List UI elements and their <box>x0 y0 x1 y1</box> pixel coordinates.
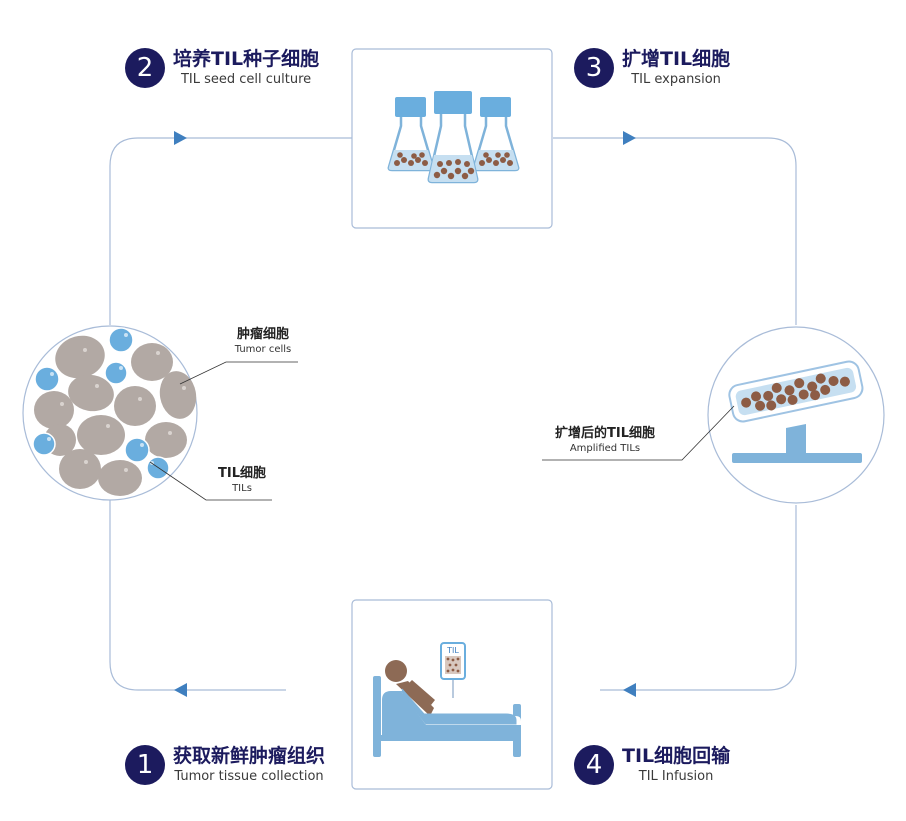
flask-icon <box>427 91 479 184</box>
tumor-tissue-circle <box>22 325 198 501</box>
leader-lines <box>149 361 735 501</box>
tumor-cell <box>59 449 101 489</box>
culture-flasks-panel <box>351 48 553 229</box>
patient-icon <box>385 660 521 725</box>
step-title-zh: 培养TIL种子细胞 <box>173 48 320 70</box>
tumor-cell <box>131 343 173 381</box>
step-title-zh: TIL细胞回输 <box>622 745 731 767</box>
label-tumor-cells: 肿瘤细胞 Tumor cells <box>218 326 308 357</box>
til-cell <box>34 366 60 392</box>
step-title-zh: 获取新鲜肿瘤组织 <box>173 745 326 767</box>
label-amplified-tils: 扩增后的TIL细胞 Amplified TILs <box>540 425 670 456</box>
flow-line-left-bottom <box>109 500 286 691</box>
tumor-cell <box>34 391 74 429</box>
tumor-cell <box>98 460 142 496</box>
step-title-en: Tumor tissue collection <box>174 769 324 784</box>
label-tils-zh: TIL细胞 <box>218 466 266 481</box>
tumor-cell <box>68 374 114 412</box>
step-2: 2 培养TIL种子细胞 TIL seed cell culture <box>125 47 319 89</box>
arrow-left-icon <box>174 683 187 697</box>
step-number-badge: 2 <box>125 48 165 88</box>
label-amplified-tils-zh: 扩增后的TIL细胞 <box>555 426 655 441</box>
til-cell <box>32 432 56 456</box>
amplified-tils-circle <box>707 326 885 504</box>
tumor-cell <box>114 386 156 426</box>
label-tils: TIL细胞 TILs <box>206 465 278 496</box>
leader-amplified <box>542 405 735 461</box>
step-title-zh: 扩增TIL细胞 <box>622 48 731 70</box>
flow-loop <box>109 137 797 691</box>
flow-line-top-right <box>553 137 797 325</box>
step-3: 3 扩增TIL细胞 TIL expansion <box>574 47 730 89</box>
step-title-en: TIL seed cell culture <box>180 72 312 87</box>
step-title-en: TIL expansion <box>631 72 721 87</box>
step-number-badge: 4 <box>574 745 614 785</box>
label-tils-en: TILs <box>232 483 252 494</box>
flask-icon <box>472 97 520 172</box>
label-tumor-cells-zh: 肿瘤细胞 <box>236 327 289 342</box>
tumor-cell <box>77 415 125 455</box>
iv-bag-icon: TIL <box>440 642 466 698</box>
flask-icon <box>387 97 435 172</box>
flow-line-right-bottom <box>600 505 797 691</box>
leader-tumor-cells <box>179 361 298 385</box>
tumor-cell <box>145 422 187 458</box>
arrow-left-icon <box>623 683 636 697</box>
iv-bag-label: TIL <box>446 646 459 655</box>
label-tumor-cells-en: Tumor cells <box>234 344 292 355</box>
label-amplified-tils-en: Amplified TILs <box>569 443 641 454</box>
step-1: 1 获取新鲜肿瘤组织 Tumor tissue collection <box>125 744 325 786</box>
flow-arrows <box>174 131 636 697</box>
infusion-panel: TIL <box>351 599 553 790</box>
arrow-right-icon <box>623 131 636 145</box>
tumor-cell <box>55 335 105 379</box>
step-number-badge: 3 <box>574 48 614 88</box>
arrow-right-icon <box>174 131 187 145</box>
step-4: 4 TIL细胞回输 TIL Infusion <box>574 744 730 786</box>
step-title-en: TIL Infusion <box>638 769 714 784</box>
flow-line-top-left <box>109 137 352 325</box>
step-number-badge: 1 <box>125 745 165 785</box>
til-cell <box>146 456 170 480</box>
til-cell <box>104 361 128 385</box>
tumor-cell <box>159 371 197 419</box>
til-cell <box>108 327 134 353</box>
leader-tils <box>149 461 272 501</box>
til-cell <box>124 437 150 463</box>
